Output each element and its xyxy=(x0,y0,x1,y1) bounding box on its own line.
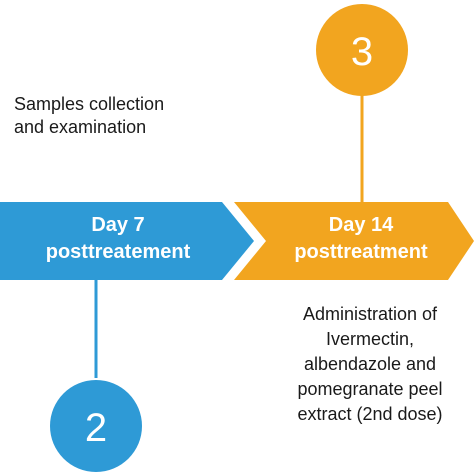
step-number-3: 3 xyxy=(351,30,373,74)
step-number-2: 2 xyxy=(85,406,107,450)
step2-description-line: Samples collection xyxy=(14,94,165,114)
step-number-circle-2 xyxy=(50,380,142,472)
timeline-segment-day14 xyxy=(234,202,474,280)
step2-description-line: and examination xyxy=(14,117,147,137)
day7-label-line1: Day 7 xyxy=(91,214,144,236)
step3-description-line: extract (2nd dose) xyxy=(297,404,443,424)
day7-label-line2: posttreatement xyxy=(46,241,191,263)
step3-description-line: pomegranate peel xyxy=(297,379,443,399)
step2-description: Samples collection and examination xyxy=(14,93,164,139)
day14-label-line2: posttreatment xyxy=(294,241,428,263)
day14-label-line1: Day 14 xyxy=(329,214,394,236)
step3-description-line: Administration of xyxy=(302,304,438,324)
step-number-circle-3 xyxy=(316,4,408,96)
step3-description-line: Ivermectin, xyxy=(325,329,415,349)
timeline-segment-day7 xyxy=(0,202,254,280)
step3-description: Administration of Ivermectin, albendazol… xyxy=(272,302,468,427)
step3-description-line: albendazole and xyxy=(303,354,437,374)
